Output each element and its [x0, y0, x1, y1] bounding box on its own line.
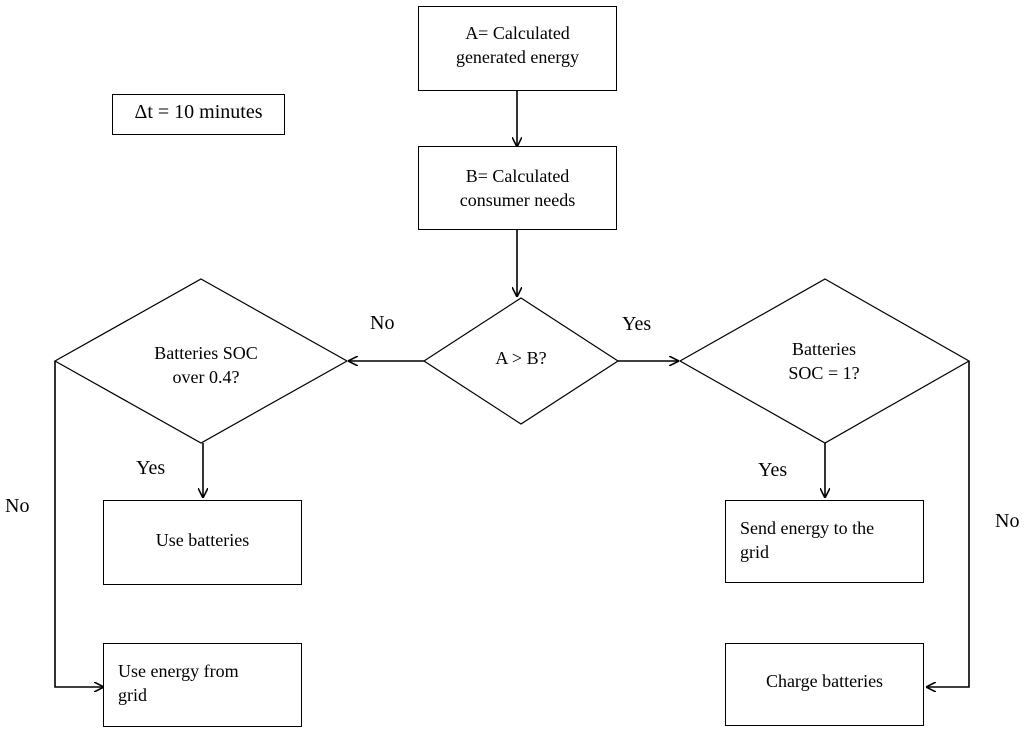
edge-label-soc-full-yes: Yes — [758, 459, 788, 481]
decision-soc-low-shape — [53, 278, 349, 444]
use-grid-box — [103, 643, 302, 727]
charge-batteries-box — [725, 643, 924, 726]
use-batteries-label: Use batteries — [155, 530, 250, 550]
decision-a-gt-b-label: A > B? — [495, 348, 547, 368]
charge-batteries-label: Charge batteries — [765, 671, 884, 691]
decision-a-gt-b-shape — [422, 297, 620, 425]
arrow-soc-low-no — [54, 361, 103, 687]
decision-soc-full-label: Batteries SOC = 1? — [788, 339, 860, 383]
edge-label-soc-full-no: No — [995, 510, 1020, 532]
edge-label-ab-yes: Yes — [622, 313, 652, 335]
arrow-soc-full-no — [927, 361, 970, 687]
send-grid-box — [725, 500, 924, 583]
calc-needs-label: B= Calculated consumer needs — [459, 166, 576, 210]
edge-label-ab-no: No — [370, 312, 395, 334]
time-step-label: Δt = 10 minutes — [134, 101, 263, 123]
calc-generated-label: A= Calculated generated energy — [455, 23, 580, 67]
edge-label-soc-low-yes: Yes — [136, 457, 166, 479]
calc-needs-box — [418, 146, 617, 230]
edge-label-soc-low-no: No — [5, 495, 30, 517]
send-grid-label: Send energy to the grid — [740, 518, 875, 562]
use-grid-label: Use energy from grid — [118, 661, 239, 705]
use-batteries-box — [103, 500, 302, 585]
decision-soc-low-label: Batteries SOC over 0.4? — [154, 343, 258, 387]
calc-generated-box — [418, 6, 617, 91]
time-step-box — [112, 94, 285, 135]
